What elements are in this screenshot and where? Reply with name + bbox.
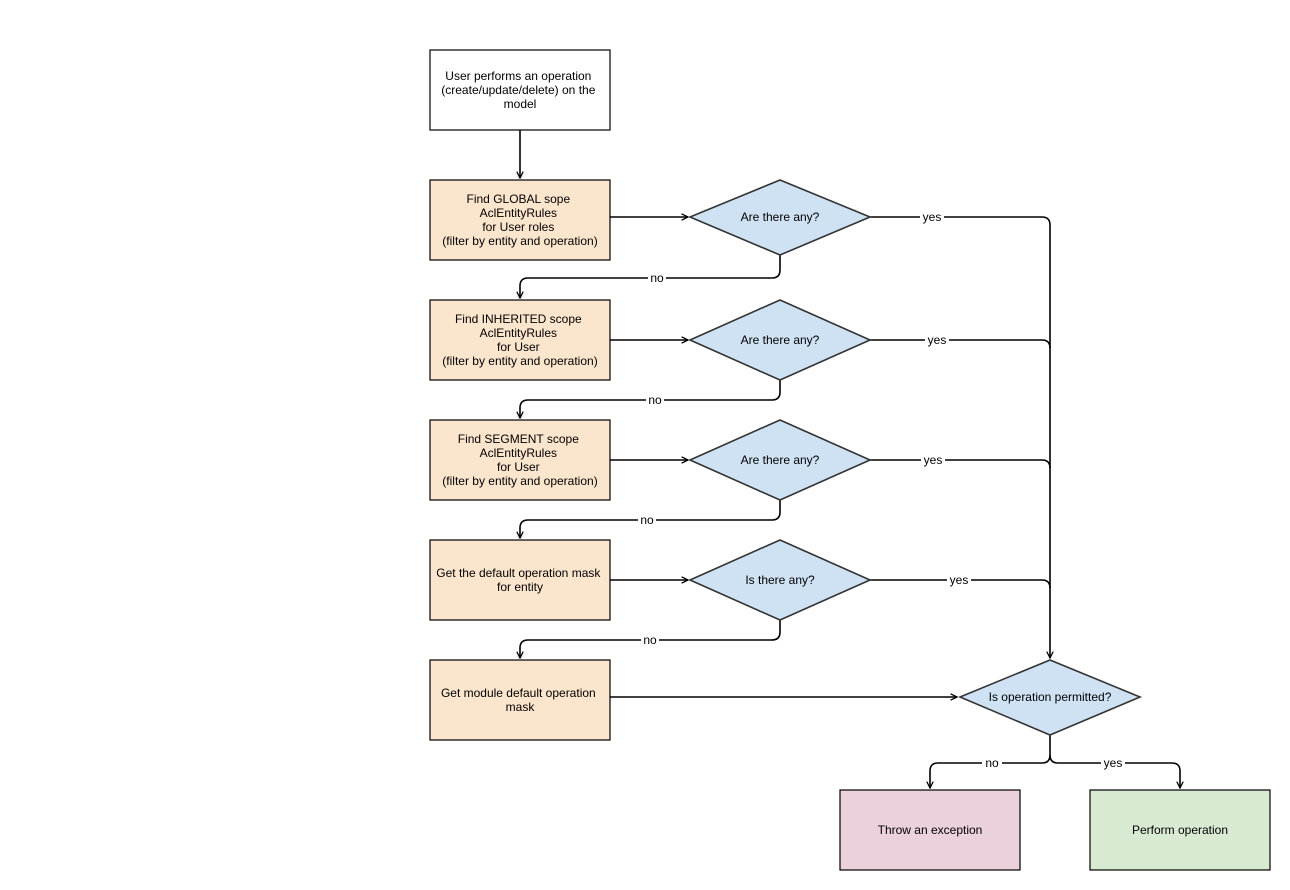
start-line-1: User performs an operation [445,69,591,83]
decision-global: Are there any? [687,179,873,256]
inherited-line-2: AclEntityRules [480,326,557,340]
svg-text:User performs an operation: User performs an operation (create/updat… [441,69,598,111]
start-line-2: (create/update/delete) on the [441,83,595,97]
edge-yes-segment [870,459,1051,469]
default-mask-box [429,539,611,621]
svg-text:Get the default operation mask: Get the default operation mask for entit… [436,566,603,594]
decision-global-label: Are there any? [741,210,820,224]
label-yes-global: yes [923,210,942,224]
perform-node: Perform operation [1089,789,1271,871]
global-line-1: Find GLOBAL sope [467,192,571,206]
default-mask-line-1: Get the default operation mask [436,566,601,580]
decision-segment: Are there any? [688,419,872,501]
start-line-3: model [504,97,537,111]
segment-line-2: AclEntityRules [480,446,557,460]
decision-default-shape [688,539,872,621]
decision-global-shape [687,179,873,256]
module-mask-box [429,659,611,741]
edge-yes-permitted [1049,754,1180,788]
global-line-3: for User roles [482,220,554,234]
exception-node: Throw an exception [839,789,1021,871]
segment-line-4: (filter by entity and operation) [442,474,597,488]
label-yes-permitted: yes [1104,756,1123,770]
decision-permitted: Is operation permitted? [957,659,1143,736]
segment-line-1: Find SEGMENT scope [458,432,579,446]
decision-inherited-label: Are there any? [741,333,820,347]
exception-label: Throw an exception [878,823,983,837]
label-no-inherited: no [648,393,662,407]
segment-line-3: for User [497,460,540,474]
segment-box [429,419,611,501]
svg-text:Find SEGMENT scope AclEn: Find SEGMENT scope AclEntityRules for Us… [442,432,597,488]
inherited-line-4: (filter by entity and operation) [442,354,597,368]
segment-node: Find SEGMENT scope AclEntityRules for Us… [429,419,611,501]
svg-text:Find GLOBAL sope AclEnti: Find GLOBAL sope AclEntityRules for User… [442,192,597,248]
label-yes-default: yes [950,573,969,587]
global-line-4: (filter by entity and operation) [442,234,597,248]
svg-text:Get module default operation: Get module default operation mask [441,686,599,714]
inherited-node: Find INHERITED scope AclEntityRules for … [429,299,611,381]
label-yes-inherited: yes [928,333,947,347]
inherited-box [429,299,611,381]
default-mask-line-2: for entity [497,580,543,594]
decision-segment-shape [688,419,872,501]
inherited-line-1: Find INHERITED scope [455,312,582,326]
exception-box [839,789,1021,871]
decision-permitted-shape [957,659,1143,736]
global-node: Find GLOBAL sope AclEntityRules for User… [429,179,611,261]
decision-inherited: Are there any? [688,299,872,381]
perform-label: Perform operation [1132,823,1228,837]
module-mask-line-2: mask [506,700,536,714]
default-mask-node: Get the default operation mask for entit… [429,539,611,621]
global-line-2: AclEntityRules [480,206,557,220]
edge-yes-inherited [870,339,1051,349]
decision-segment-label: Are there any? [741,453,820,467]
decision-permitted-label: Is operation permitted? [989,690,1112,704]
label-no-segment: no [640,513,654,527]
perform-box [1089,789,1271,871]
module-mask-line-1: Get module default operation [441,686,596,700]
edge-labels: yes no yes no yes no yes no no yes [638,209,1125,771]
svg-text:Find INHERITED scope Acl: Find INHERITED scope AclEntityRules for … [442,312,597,368]
decision-inherited-shape [688,299,872,381]
label-no-global: no [650,271,664,285]
edge-yes-default [870,579,1051,589]
module-mask-node: Get module default operation mask [429,659,611,741]
inherited-line-3: for User [497,340,540,354]
label-yes-segment: yes [924,453,943,467]
start-node: User performs an operation (create/updat… [429,49,611,131]
start-box [429,49,611,131]
label-no-default: no [643,633,657,647]
global-box [429,179,611,261]
edge-yes-global [870,216,1050,658]
connectors [520,130,1180,788]
decision-default: Is there any? [688,539,872,621]
label-no-permitted: no [985,756,999,770]
decision-default-label: Is there any? [745,573,815,587]
